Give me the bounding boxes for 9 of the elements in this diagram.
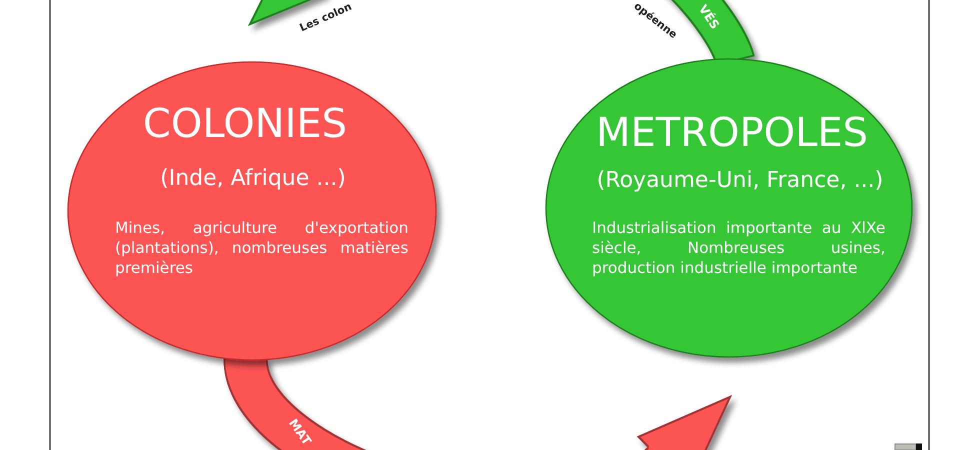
node-title: COLONIES <box>142 102 348 146</box>
node-subtitle: (Inde, Afrique ...) <box>159 166 347 192</box>
oval-node <box>67 61 437 361</box>
oval-node <box>545 58 913 358</box>
annotation-text: Les colon <box>298 0 354 36</box>
node-description: Industrialisation importante au XlXe siècle, Nombreuses usines, production industrielle importante <box>592 218 886 278</box>
node-subtitle: (Royaume-Uni, France, ...) <box>596 168 884 194</box>
node-title: METROPOLES <box>594 111 870 155</box>
node-description: Mines, agriculture d'exportation (plantations), nombreuses matières premières <box>115 218 408 278</box>
